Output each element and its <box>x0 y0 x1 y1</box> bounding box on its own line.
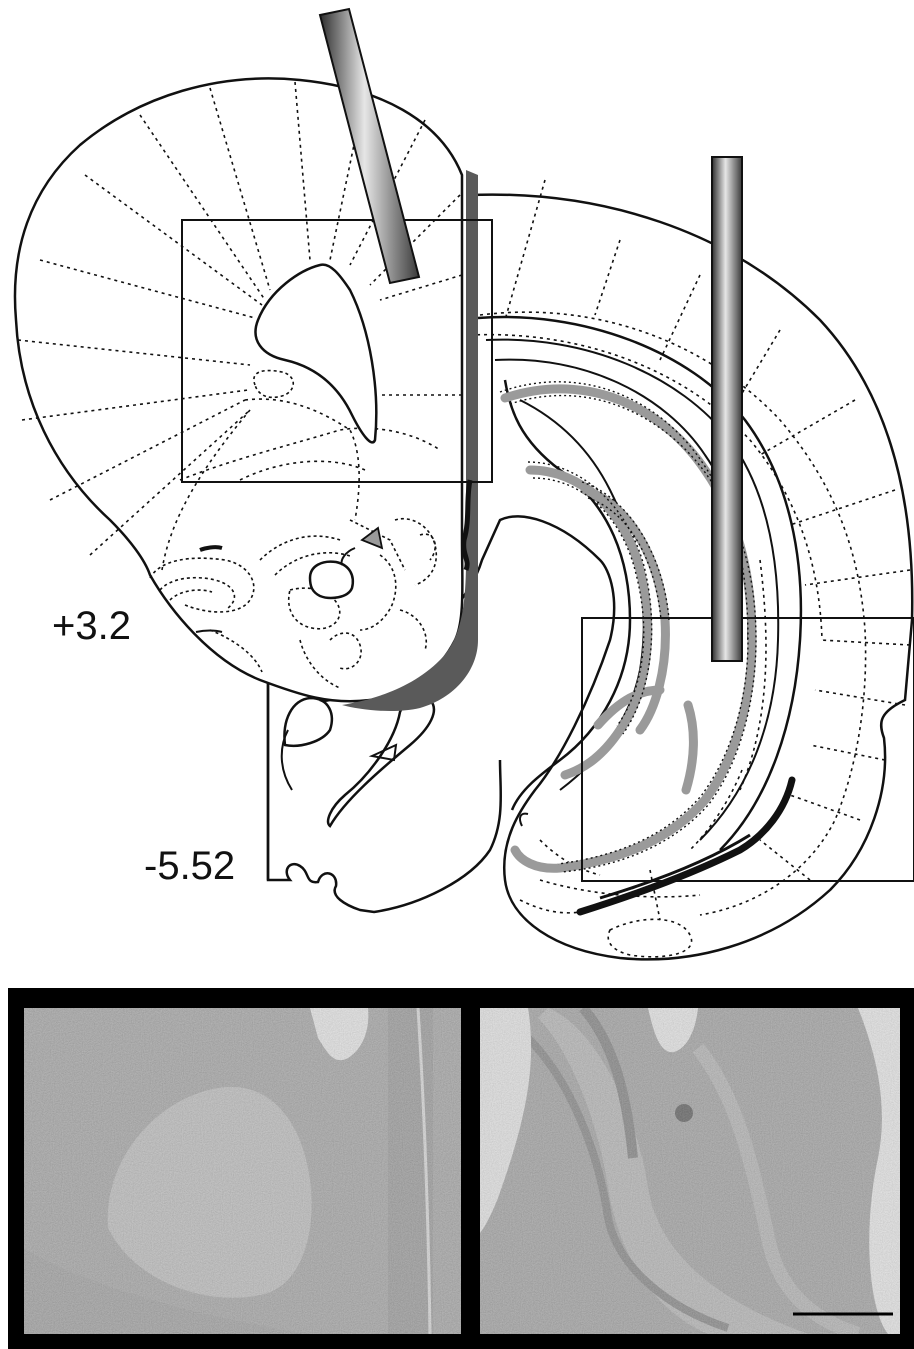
coordinate-label-anterior: +3.2 <box>52 606 131 646</box>
aqueduct <box>328 696 434 826</box>
atlas-diagram <box>0 0 914 985</box>
histology-panel <box>8 988 914 1349</box>
left-tract <box>282 730 292 790</box>
small-ventral-lobe <box>520 814 528 826</box>
posterior-ventral-outline <box>268 680 501 912</box>
right-histology-photo <box>480 1008 900 1334</box>
probe-posterior <box>712 157 742 661</box>
coordinate-label-posterior: -5.52 <box>144 846 235 886</box>
left-ventricle-shape <box>284 698 331 746</box>
left-histology-photo <box>24 1008 461 1334</box>
anterior-commissure <box>310 562 353 598</box>
